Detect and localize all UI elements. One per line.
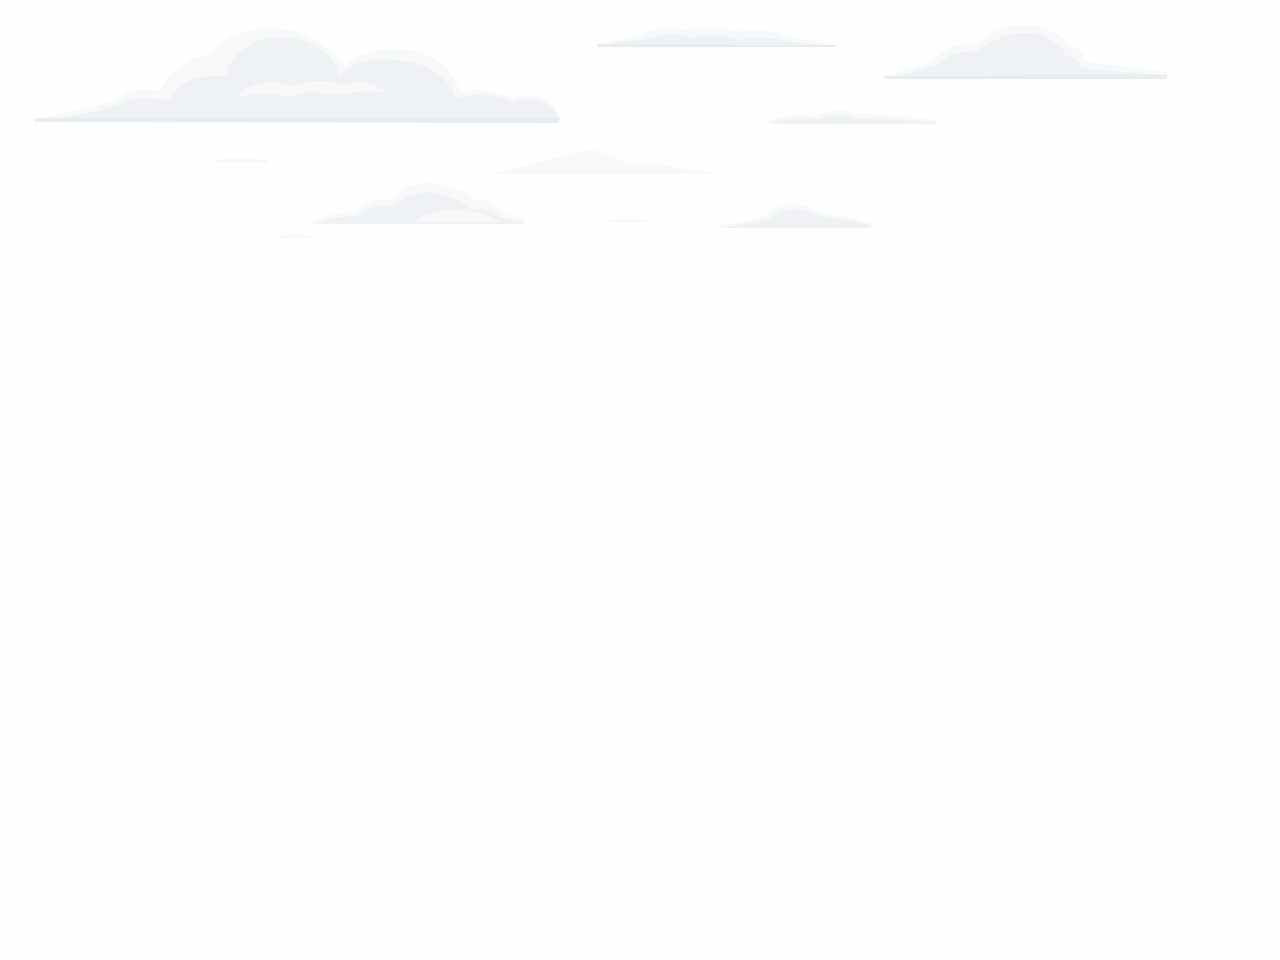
cloud-middle-right	[768, 110, 938, 124]
cloud-lower-right	[720, 203, 874, 228]
cloud-large-left	[32, 28, 560, 123]
cloud-middle-faint	[490, 150, 720, 174]
cloud-top-center	[596, 27, 836, 47]
cloud-top-right	[882, 24, 1168, 79]
sky-illustration: .c-fill { fill: #eef2f4; } .c-hi { fill:…	[32, 24, 1168, 238]
cloud-wisp-faint	[216, 158, 310, 238]
cloud-wisp-small	[604, 219, 654, 222]
cloud-lower-middle	[312, 182, 526, 224]
